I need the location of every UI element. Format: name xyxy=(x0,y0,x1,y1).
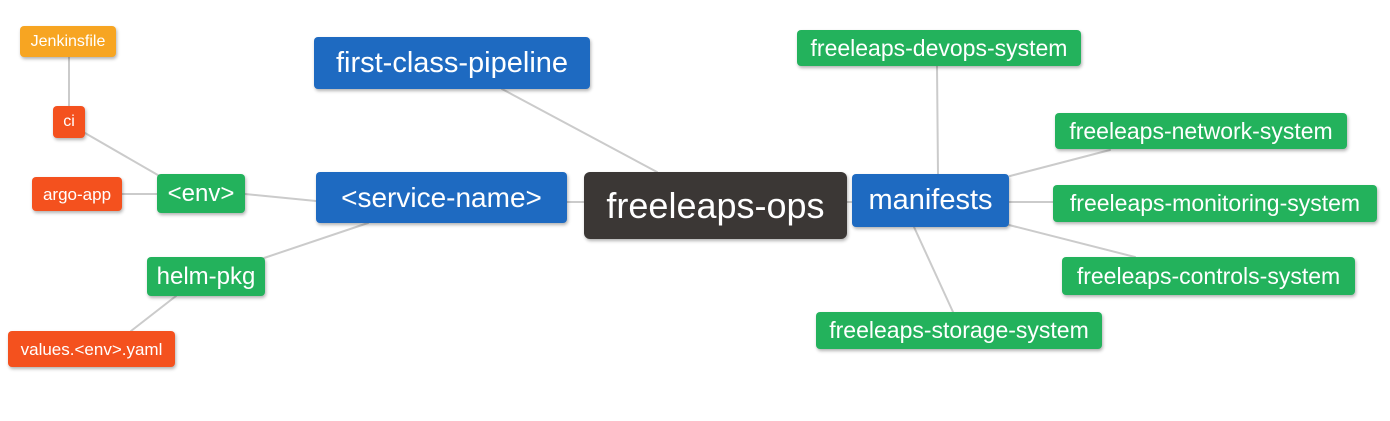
node-helm-pkg[interactable]: helm-pkg xyxy=(147,257,265,296)
edge-ci-to-env xyxy=(84,132,164,179)
edge-manifests-to-freeleaps-network-system xyxy=(1009,149,1111,177)
node-freeleaps-network-system[interactable]: freeleaps-network-system xyxy=(1055,113,1347,149)
edge-env-to-service-name xyxy=(244,193,317,202)
node-freeleaps-controls-system[interactable]: freeleaps-controls-system xyxy=(1062,257,1355,295)
node-env[interactable]: <env> xyxy=(157,174,245,213)
edge-manifests-to-freeleaps-devops-system xyxy=(936,65,939,175)
edge-manifests-to-freeleaps-controls-system xyxy=(1008,224,1136,258)
edge-manifests-to-freeleaps-storage-system xyxy=(913,226,954,313)
node-jenkinsfile[interactable]: Jenkinsfile xyxy=(20,26,116,57)
edge-values-env-yaml-to-helm-pkg xyxy=(130,295,177,332)
node-freeleaps-ops[interactable]: freeleaps-ops xyxy=(584,172,847,239)
node-manifests[interactable]: manifests xyxy=(852,174,1009,227)
node-argo-app[interactable]: argo-app xyxy=(32,177,122,211)
edge-first-class-pipeline-to-freeleaps-ops xyxy=(501,88,658,173)
node-first-class-pipeline[interactable]: first-class-pipeline xyxy=(314,37,590,89)
node-ci[interactable]: ci xyxy=(53,106,85,138)
node-freeleaps-devops-system[interactable]: freeleaps-devops-system xyxy=(797,30,1081,66)
edge-helm-pkg-to-service-name xyxy=(263,222,369,259)
node-service-name[interactable]: <service-name> xyxy=(316,172,567,223)
node-values-env-yaml[interactable]: values.<env>.yaml xyxy=(8,331,175,367)
node-freeleaps-storage-system[interactable]: freeleaps-storage-system xyxy=(816,312,1102,349)
node-freeleaps-monitoring-system[interactable]: freeleaps-monitoring-system xyxy=(1053,185,1377,222)
